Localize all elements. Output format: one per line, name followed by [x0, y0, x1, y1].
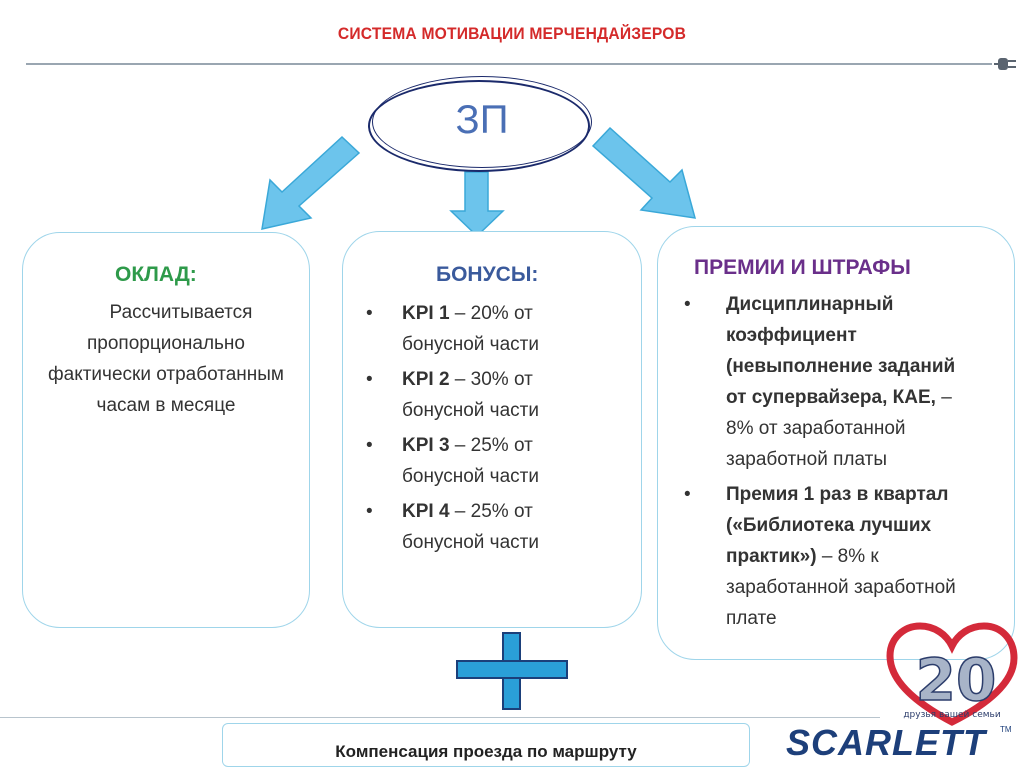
scarlett-logo: SCARLETT [786, 722, 986, 763]
bonuses-list: KPI 1 – 20% от бонусной части KPI 2 – 30… [362, 298, 607, 562]
heart-anniversary-logo: 20 друзья вашей семьи [886, 622, 1018, 726]
arrow-to-bonuses [449, 171, 505, 238]
center-label: ЗП [455, 98, 509, 142]
plus-icon [456, 632, 568, 710]
salary-box [22, 232, 310, 628]
premiums-heading: ПРЕМИИ И ШТРАФЫ [694, 256, 911, 279]
bonus-item: KPI 4 – 25% от бонусной части [362, 496, 607, 558]
bonus-item: KPI 1 – 20% от бонусной части [362, 298, 607, 360]
logo-slogan: друзья вашей семьи [903, 710, 1001, 720]
slide-title: СИСТЕМА МОТИВАЦИИ МЕРЧЕНДАЙЗЕРОВ [337, 24, 687, 43]
arrow-to-premiums [591, 126, 697, 219]
premium-item: Премия 1 раз в квартал («Библиотека лучш… [680, 479, 972, 634]
salary-ellipse-outline [372, 76, 592, 168]
anniversary-number: 20 [916, 646, 997, 714]
salary-text: Рассчитывается пропорционально фактическ… [48, 302, 284, 416]
trademark: TM [1000, 725, 1012, 734]
premium-item: Дисциплинарный коэффициент (невыполнение… [680, 289, 972, 475]
bottom-divider [0, 717, 880, 718]
top-divider [26, 63, 992, 65]
plug-icon [994, 55, 1018, 73]
salary-heading: ОКЛАД: [115, 263, 197, 286]
bonus-item: KPI 3 – 25% от бонусной части [362, 430, 607, 492]
transport-compensation-label: Компенсация проезда по маршруту [335, 742, 637, 761]
bonus-item: KPI 2 – 30% от бонусной части [362, 364, 607, 426]
bonuses-heading: БОНУСЫ: [436, 263, 539, 286]
transport-compensation-box: Компенсация проезда по маршруту [222, 723, 750, 767]
arrow-to-salary [261, 135, 361, 230]
premiums-list: Дисциплинарный коэффициент (невыполнение… [680, 289, 972, 638]
